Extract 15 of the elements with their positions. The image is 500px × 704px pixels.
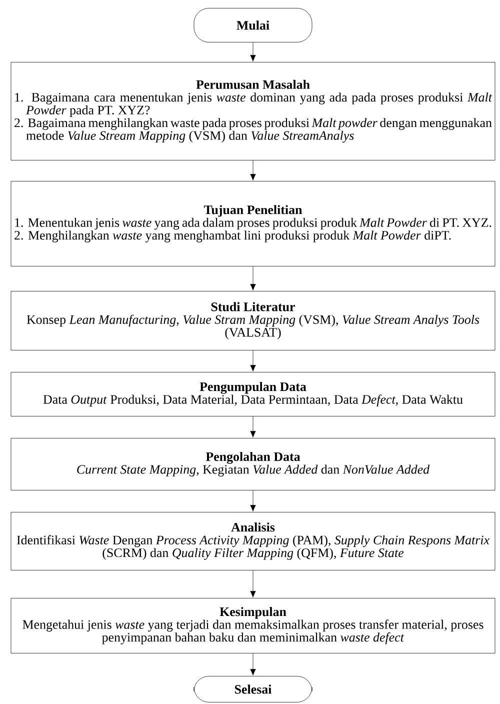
arrow bbox=[250, 490, 256, 512]
arrow bbox=[250, 160, 256, 180]
arrow bbox=[250, 42, 256, 62]
process-box: Pengolahan Data Current State Mapping, Kegiatan Value Added dan NonValue Added bbox=[10, 438, 496, 490]
process-box: Tujuan Penelitian 1. Menentukan jenis waste yang ada dalam proses produksi produk Malt Powder di PT. XYZ. 2. Menghilangkan waste yang menghambat lini produksi produk Malt Powder diPT. bbox=[10, 181, 496, 266]
process-box: Analisis Identifikasi Waste Dengan Process Activity Mapping (PAM), Supply Chain Respons Matrix (SCRM) dan Quality Filter Mapping (QFM), Future State bbox=[10, 512, 496, 570]
arrow bbox=[250, 653, 256, 676]
process-box: Perumusan Masalah 1. Bagaimana cara menentukan jenis waste dominan yang ada pada proses produksi Malt Powder pada PT. XYZ? 2. Bagaimana menghilangkan waste pada proses produksi Malt powder dengan menggunakan metode Value Stream Mapping (VSM) dan Value StreamAnalys bbox=[10, 62, 496, 160]
process-box: Studi Literatur Konsep Lean Manufacturing, Value Stram Mapping (VSM), Value Stream Analys Tools (VALSAT) bbox=[10, 291, 496, 350]
process-box: Pengumpulan Data Data Output Produksi, Data Material, Data Permintaan, Data Defect, Data Waktu bbox=[10, 372, 496, 416]
arrow bbox=[250, 416, 256, 438]
arrow bbox=[250, 570, 256, 598]
arrow bbox=[250, 350, 256, 372]
process-box: Kesimpulan Mengetahui jenis waste yang terjadi dan memaksimalkan proses transfer material, proses penyimpanan bahan baku dan meminimalkan waste defect bbox=[10, 598, 496, 654]
arrow bbox=[250, 266, 256, 290]
